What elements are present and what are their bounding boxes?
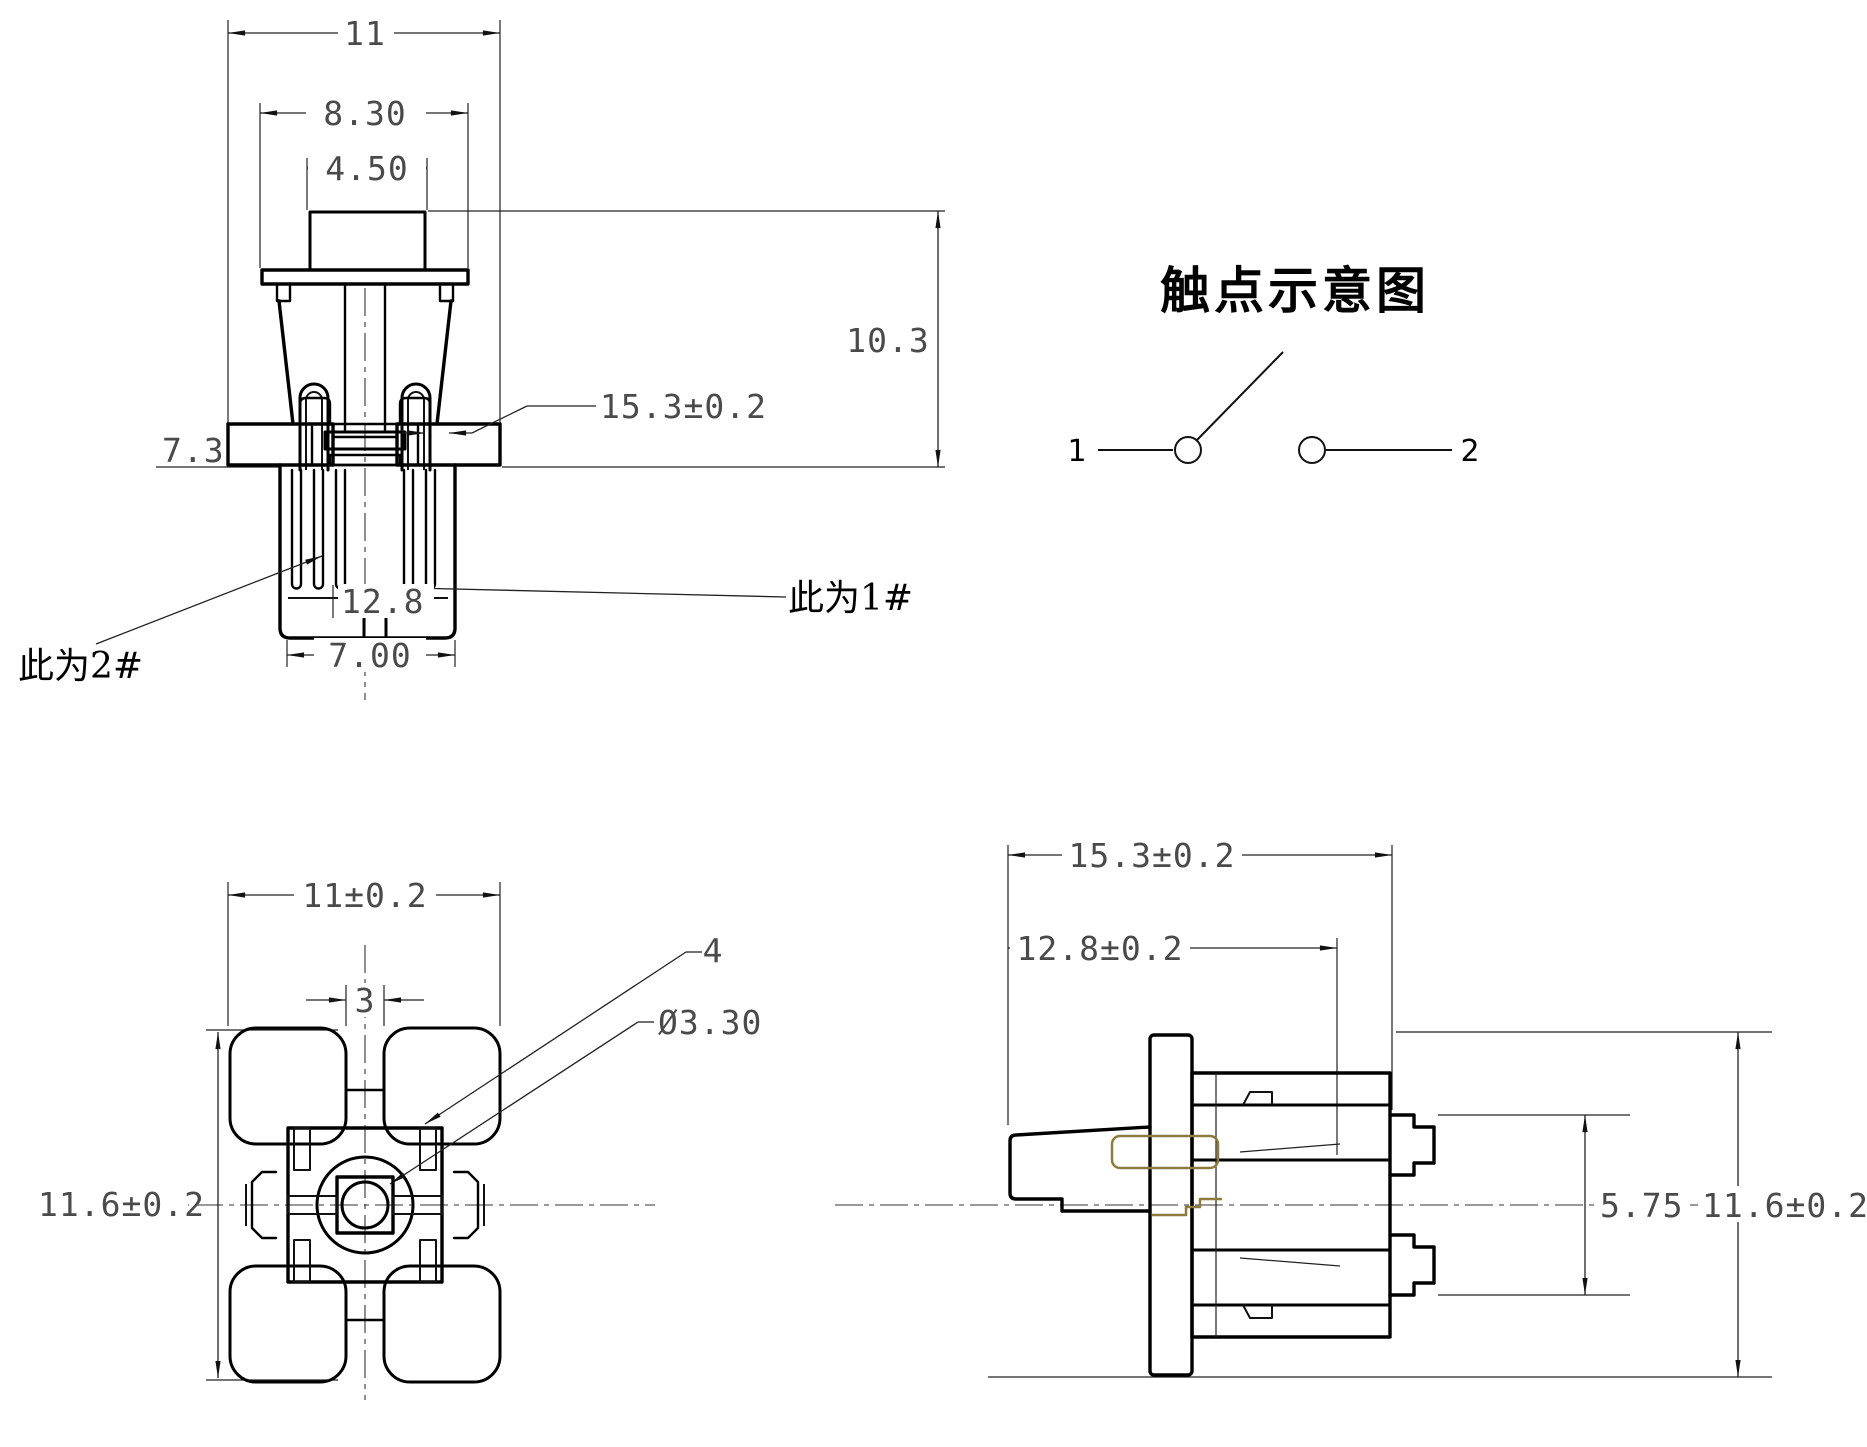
leader-pin1: [411, 585, 787, 598]
front-view: 11 8.30 4.50 10.3 15.3±0.2 7.3 12.8 7.00…: [18, 14, 945, 700]
terminal-2-label: 2: [1460, 434, 1479, 469]
pin-slot: [334, 468, 347, 590]
section-arm-left: [287, 1195, 338, 1215]
dim-text-overall-width: 11: [344, 14, 386, 53]
terminal-highlight-step: [1152, 1197, 1222, 1217]
leader-hole: [389, 1021, 639, 1185]
side-tab-left: [250, 1170, 278, 1240]
leader-pin2: [95, 555, 323, 645]
housing-cap: [260, 268, 470, 286]
center-hole: [340, 1180, 390, 1230]
dim-text-corner: 4: [703, 931, 724, 970]
dim-text-button-width: 4.50: [325, 149, 408, 188]
pin-slot: [312, 468, 325, 590]
dim-text-hole: Ø3.30: [658, 1003, 762, 1042]
actuator-side: [1008, 1125, 1152, 1213]
terminal-1-label: 1: [1067, 434, 1086, 469]
section-arm-right: [392, 1195, 443, 1215]
spring-right: [400, 382, 432, 472]
center-boss: [315, 1155, 415, 1255]
flange-right: [395, 422, 502, 467]
leader-4: [424, 951, 687, 1125]
plan-view: 11±0.2 3 4 Ø3.30 11.6±0.2: [36, 876, 762, 1400]
dim-text-slot: 3: [355, 981, 376, 1020]
schematic-title: 触点示意图: [1160, 262, 1430, 320]
dim-text-pin-span-side: 5.75: [1600, 1186, 1683, 1225]
terminal-highlight: [1110, 1134, 1220, 1170]
side-tab-right: [452, 1170, 480, 1240]
side-view: 15.3±0.2 12.8±0.2 5.75 11.6±0.2: [835, 836, 1867, 1378]
contact-left: [1174, 436, 1202, 464]
dim-text-lower-width: 12.8: [341, 582, 424, 621]
contact-schematic: 触点示意图 1 2: [1067, 262, 1479, 469]
pin-slot: [402, 468, 415, 590]
dim-text-pin-pitch: 15.3±0.2: [600, 387, 767, 426]
label-pin1: 此为1#: [788, 578, 913, 619]
dim-text-body-width: 11±0.2: [302, 876, 427, 915]
dim-text-depth-total: 15.3±0.2: [1069, 836, 1236, 875]
pin-slot: [290, 468, 303, 590]
button-front: [308, 210, 427, 272]
dim-text-depth-body: 12.8±0.2: [1017, 929, 1184, 968]
flange-left: [226, 422, 335, 467]
pin-upper: [1388, 1113, 1436, 1177]
spring-left: [298, 382, 330, 472]
pin-lower: [1388, 1233, 1436, 1297]
contact-right: [1298, 436, 1326, 464]
dim-text-flange: 7.3: [162, 431, 225, 470]
dim-text-cap-width: 8.30: [323, 94, 406, 133]
body-side: [1190, 1071, 1392, 1339]
dim-text-height-side: 11.6±0.2: [1702, 1186, 1867, 1225]
label-pin2: 此为2#: [18, 646, 143, 687]
plunger-crossbar: [323, 430, 407, 451]
switch-lever: [1196, 351, 1284, 441]
pin-slot: [424, 468, 437, 590]
dim-text-pin-span: 7.00: [328, 636, 411, 675]
dim-text-height: 10.3: [846, 321, 929, 360]
dim-text-body-height: 11.6±0.2: [38, 1185, 205, 1224]
